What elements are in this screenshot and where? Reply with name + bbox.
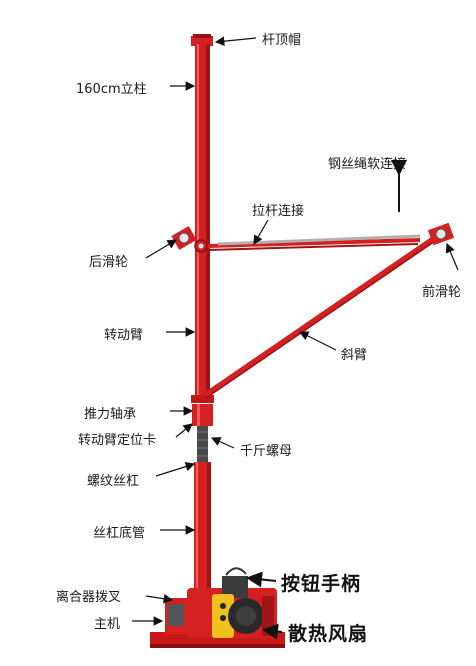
label-mast: 160cm立柱 bbox=[76, 82, 147, 97]
wire-rope bbox=[217, 234, 421, 246]
screw-base-tube bbox=[194, 462, 211, 610]
label-clutch-fork: 离合器拨叉 bbox=[56, 590, 122, 605]
label-screw-rod: 螺纹丝杠 bbox=[87, 474, 140, 489]
label-rotating-arm-clamp: 转动臂定位卡 bbox=[78, 433, 157, 448]
tie-rod bbox=[207, 238, 421, 251]
label-diagonal-arm: 斜臂 bbox=[341, 348, 368, 363]
label-rotating-arm: 转动臂 bbox=[104, 328, 144, 343]
rear-pulley bbox=[171, 226, 197, 250]
label-thrust-bearing: 推力轴承 bbox=[84, 407, 137, 422]
top-cap bbox=[191, 34, 213, 46]
label-jack-nut: 千斤螺母 bbox=[240, 444, 293, 459]
label-button-handle: 按钮手柄 bbox=[281, 573, 362, 595]
label-top-cap: 杆顶帽 bbox=[262, 33, 302, 48]
label-cooling-fan: 散热风扇 bbox=[288, 623, 369, 645]
label-screw-base-tube: 丝杠底管 bbox=[93, 526, 146, 541]
label-main-unit: 主机 bbox=[94, 617, 121, 632]
front-pulley bbox=[427, 222, 455, 246]
label-wire-rope-link: 钢丝绳软连接 bbox=[328, 157, 407, 172]
mast bbox=[195, 44, 210, 396]
screw-rod bbox=[197, 426, 208, 464]
leader-lines bbox=[132, 36, 459, 626]
label-front-pulley: 前滑轮 bbox=[422, 285, 462, 300]
big-leader-lines bbox=[246, 571, 283, 640]
label-tie-rod-link: 拉杆连接 bbox=[252, 204, 305, 219]
thrust-bearing bbox=[191, 395, 214, 426]
main-unit bbox=[187, 567, 277, 638]
label-rear-pulley: 后滑轮 bbox=[89, 255, 129, 270]
diagonal-arm bbox=[204, 233, 440, 399]
base-frame bbox=[150, 598, 285, 648]
